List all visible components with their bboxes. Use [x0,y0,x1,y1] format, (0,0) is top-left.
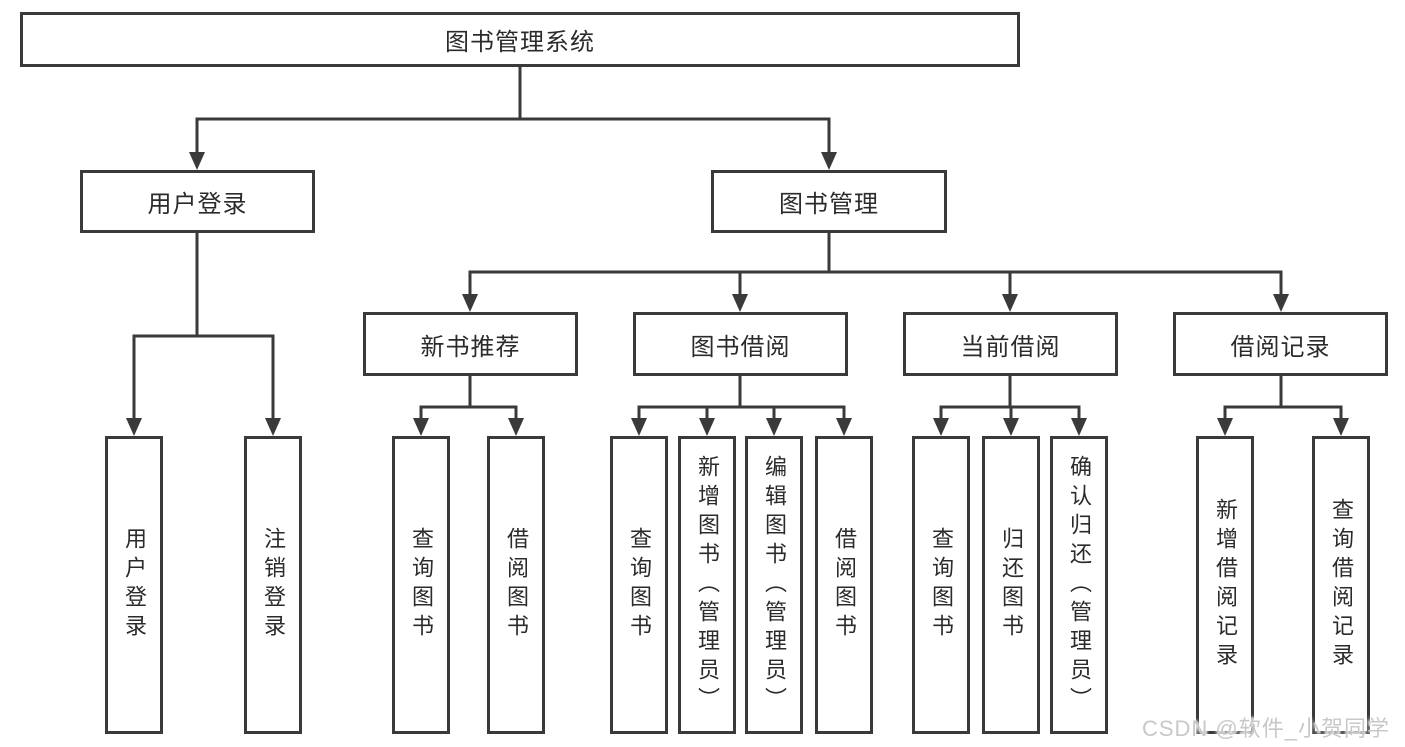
node-current-borrowing: 当前借阅 [903,312,1118,376]
node-label: 归还图书 [999,527,1024,643]
node-leaf-borrow-books: 借阅图书 [815,436,873,734]
arrowhead [1071,418,1087,436]
connector-current-to-leaves [939,374,1081,422]
arrowhead [508,418,524,436]
node-leaf-add-borrow-record: 新增借阅记录 [1196,436,1254,734]
connector-borrowing-to-leaves [637,374,846,422]
node-label: 新增图书（管理员） [695,454,720,716]
arrowhead [732,294,748,312]
node-label: 图书管理 [779,191,879,218]
arrowhead [189,152,205,170]
arrowhead [836,418,852,436]
node-leaf-return-books: 归还图书 [982,436,1040,734]
node-leaf-borrow-books-recommend: 借阅图书 [487,436,545,734]
node-root-system: 图书管理系统 [20,12,1020,67]
node-leaf-add-book-admin: 新增图书（管理员） [678,436,736,734]
arrowhead [126,418,142,436]
node-label: 图书管理系统 [445,29,595,56]
node-leaf-user-login: 用户登录 [105,436,163,734]
arrowheads [126,152,1349,436]
node-label: 注销登录 [261,527,286,643]
node-label: 当前借阅 [960,333,1061,361]
node-label: 借阅图书 [832,527,857,643]
node-label: 用户登录 [147,191,248,218]
connector-records-to-leaves [1223,374,1343,422]
arrowhead [766,418,782,436]
node-leaf-confirm-return-admin: 确认归还（管理员） [1050,436,1108,734]
node-label: 借阅记录 [1230,333,1331,361]
arrowhead [821,152,837,170]
node-label: 查询图书 [409,527,434,643]
arrowhead [1003,418,1019,436]
arrowhead [413,418,429,436]
node-label: 编辑图书（管理员） [762,454,787,716]
connector-newbook-to-leaves [419,374,518,422]
connector-bookmgmt-to-level3 [468,231,1283,298]
node-leaf-query-books-borrowing: 查询图书 [610,436,668,734]
arrowhead [699,418,715,436]
node-label: 用户登录 [122,527,147,643]
node-book-management: 图书管理 [711,170,947,233]
connector-root-to-level2 [195,65,831,156]
node-new-book-recommend: 新书推荐 [363,312,578,376]
node-book-borrowing: 图书借阅 [633,312,848,376]
node-leaf-edit-book-admin: 编辑图书（管理员） [745,436,803,734]
arrowhead [933,418,949,436]
node-user-login: 用户登录 [80,170,315,233]
arrowhead [1273,294,1289,312]
node-leaf-query-borrow-record: 查询借阅记录 [1312,436,1370,734]
arrowhead [1002,294,1018,312]
node-borrowing-records: 借阅记录 [1173,312,1388,376]
node-label: 查询图书 [627,527,652,643]
node-leaf-query-books-current: 查询图书 [912,436,970,734]
node-label: 查询图书 [929,527,954,643]
node-label: 新增借阅记录 [1213,498,1238,672]
node-label: 借阅图书 [504,527,529,643]
node-label: 确认归还（管理员） [1067,454,1092,716]
csdn-watermark: CSDN @软件_小贺同学 [1141,716,1390,741]
arrowhead [462,294,478,312]
arrowhead [1333,418,1349,436]
arrowhead [631,418,647,436]
node-label: 图书借阅 [690,333,791,361]
node-label: 查询借阅记录 [1329,498,1354,672]
node-leaf-logout: 注销登录 [244,436,302,734]
connector-userlogin-to-leaves [132,231,275,422]
node-leaf-query-books-recommend: 查询图书 [392,436,450,734]
arrowhead [1217,418,1233,436]
arrowhead [265,418,281,436]
node-label: 新书推荐 [420,333,521,361]
